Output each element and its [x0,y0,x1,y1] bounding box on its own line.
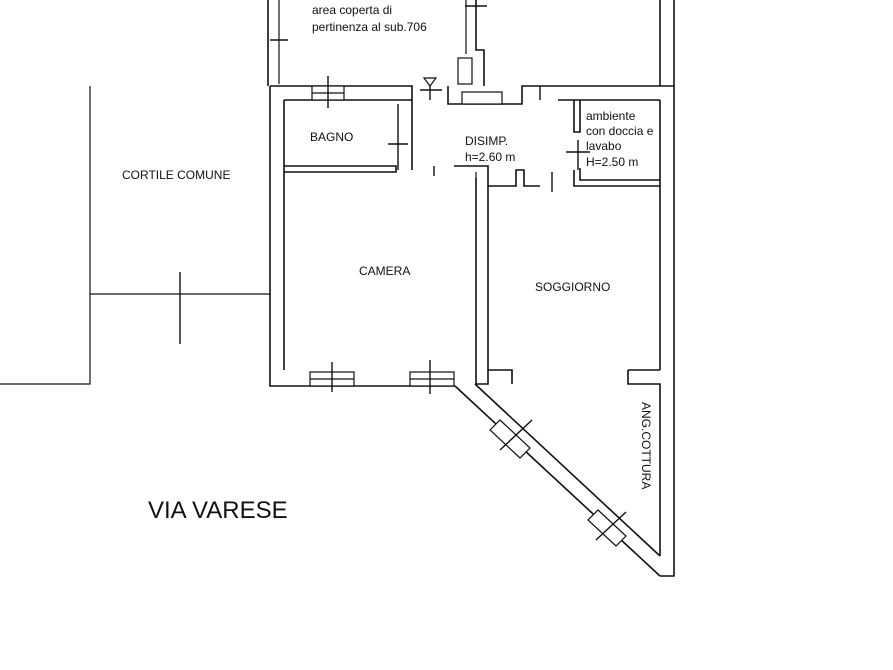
hallway-label: DISIMP. [465,134,508,148]
upper-covered-area [267,0,675,86]
living-room-label: SOGGIORNO [535,280,610,294]
hallway-height-label: h=2.60 m [465,150,515,164]
shower-room-label-line1: ambiente [586,109,636,123]
street-name: VIA VARESE [148,497,288,524]
windows [309,76,627,547]
bathroom-label: BAGNO [310,130,353,144]
shower-room-label-line3: lavabo [586,139,622,153]
outer-walls [269,85,675,577]
shower-room-height-label: H=2.50 m [586,155,638,169]
bedroom-label: CAMERA [359,264,410,278]
shower-room-label-line2: con doccia e [586,124,654,138]
door-markers [388,77,590,192]
covered-area-label-line2: pertinenza al sub.706 [312,20,427,34]
covered-area-label-line1: area coperta di [312,3,392,17]
courtyard-label: CORTILE COMUNE [122,168,230,182]
kitchen-corner-label: ANG.COTTURA [639,402,653,489]
internal-walls [284,100,660,384]
courtyard-boundary [0,86,270,385]
